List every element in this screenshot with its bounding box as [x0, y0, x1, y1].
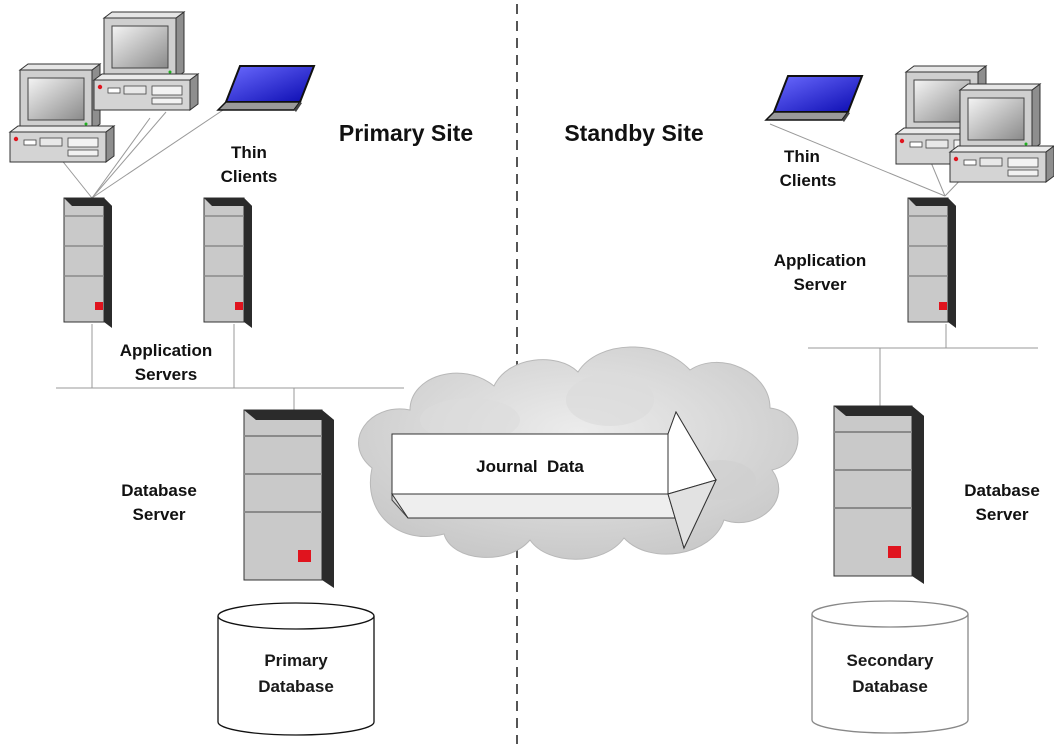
primary-laptop: [217, 65, 315, 113]
primary-database-line1: Primary: [264, 651, 328, 670]
standby-db-server-line1: Database: [964, 481, 1040, 500]
standby-db-server-line2: Server: [976, 505, 1029, 524]
primary-thin-clients-line1: Thin: [231, 143, 267, 162]
standby-laptop: [765, 75, 863, 123]
standby-thin-clients-line1: Thin: [784, 147, 820, 166]
standby-database-cylinder: [811, 600, 969, 734]
primary-app-server-1: [63, 197, 113, 329]
standby-thin-clients-line2: Clients: [780, 171, 837, 190]
journal-data-label: Journal Data: [476, 457, 584, 476]
primary-db-server-line2: Server: [133, 505, 186, 524]
primary-desktop-2: [93, 11, 199, 111]
primary-db-server: [243, 409, 335, 589]
primary-app-server-2: [203, 197, 253, 329]
primary-site-title: Primary Site: [339, 120, 473, 146]
primary-database-cylinder: [217, 602, 375, 736]
primary-thin-clients-line2: Clients: [221, 167, 278, 186]
standby-app-server: [907, 197, 957, 329]
standby-database-line1: Secondary: [847, 651, 934, 670]
standby-lan-lines: [808, 324, 1038, 408]
primary-lan-lines: [56, 324, 404, 412]
standby-desktop-2: [949, 83, 1054, 183]
standby-database-line2: Database: [852, 677, 928, 696]
primary-database-line2: Database: [258, 677, 334, 696]
primary-app-servers-line2: Servers: [135, 365, 197, 384]
standby-app-server-line2: Server: [794, 275, 847, 294]
primary-app-servers-line1: Application: [120, 341, 213, 360]
primary-client-links: [59, 103, 233, 199]
standby-app-server-line1: Application: [774, 251, 867, 270]
standby-site-title: Standby Site: [564, 120, 703, 146]
primary-db-server-line1: Database: [121, 481, 197, 500]
journal-data-arrow: [391, 410, 717, 550]
standby-db-server: [833, 405, 925, 585]
